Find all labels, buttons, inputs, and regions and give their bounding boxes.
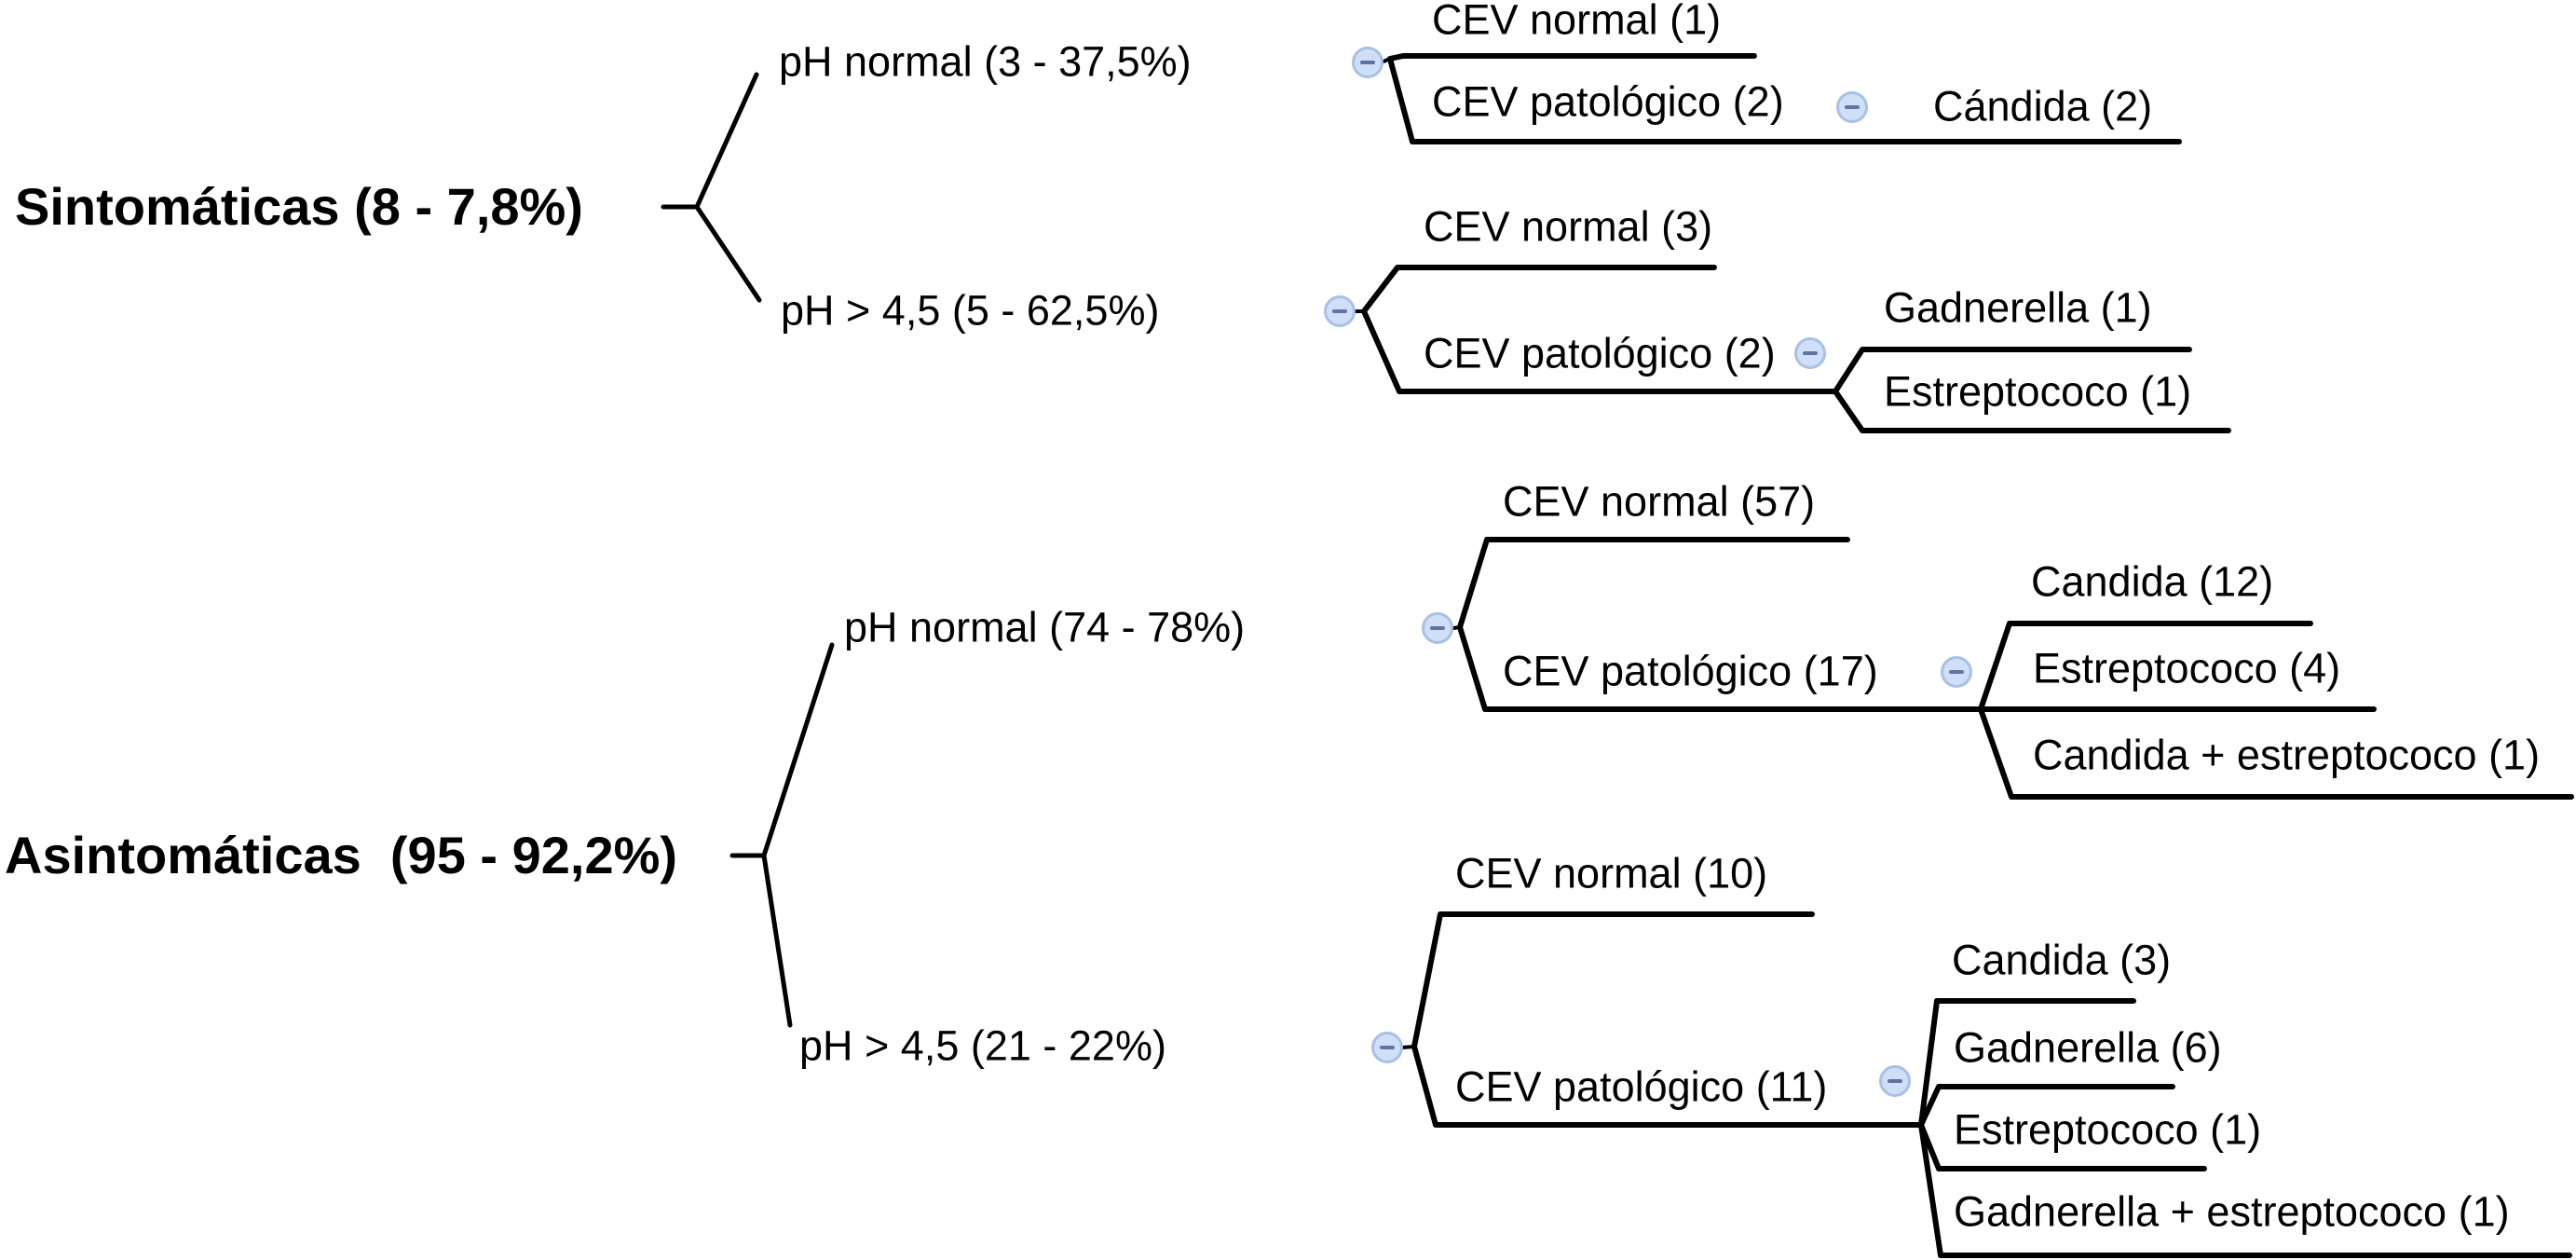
node-cev-patologico-2a: CEV patológico (2) [1432, 77, 1784, 126]
node-candida-12: Candida (12) [2031, 557, 2274, 606]
node-ph-normal-375: pH normal (3 - 37,5%) [779, 37, 1192, 86]
node-candida-2: Cándida (2) [1933, 82, 2153, 130]
node-estreptococo-1b: Estreptococo (1) [1954, 1105, 2262, 1154]
node-candida-3: Candida (3) [1952, 936, 2172, 984]
minus-collapse-icon-ph-45-22[interactable] [1371, 1032, 1403, 1063]
minus-collapse-icon-cev-patologico-2b[interactable] [1794, 337, 1826, 369]
node-cev-normal-10: CEV normal (10) [1455, 849, 1768, 897]
minus-collapse-icon-cev-patologico-17[interactable] [1941, 656, 1972, 688]
node-cev-normal-57: CEV normal (57) [1503, 477, 1816, 526]
minus-collapse-icon-ph-normal-375[interactable] [1352, 47, 1383, 78]
node-asintomaticas: Asintomáticas (95 - 92,2%) [5, 826, 678, 885]
node-estreptococo-1a: Estreptococo (1) [1884, 367, 2192, 416]
node-sintomaticas: Sintomáticas (8 - 7,8%) [15, 177, 583, 237]
node-gadnerella-6: Gadnerella (6) [1954, 1023, 2222, 1072]
node-gadnerella-1: Gadnerella (1) [1884, 283, 2152, 332]
node-cev-patologico-11: CEV patológico (11) [1455, 1062, 1828, 1111]
node-cev-normal-1: CEV normal (1) [1432, 0, 1722, 44]
node-candida-estreptococo-1: Candida + estreptococo (1) [2033, 731, 2541, 779]
minus-collapse-icon-cev-patologico-11[interactable] [1879, 1065, 1911, 1097]
node-cev-patologico-2b: CEV patológico (2) [1424, 329, 1776, 377]
minus-collapse-icon-ph-normal-78[interactable] [1422, 612, 1453, 644]
node-estreptococo-4: Estreptococo (4) [2033, 644, 2341, 692]
node-ph-45-22: pH > 4,5 (21 - 22%) [799, 1021, 1166, 1070]
minus-collapse-icon-ph-45-625[interactable] [1324, 295, 1356, 327]
node-ph-normal-78: pH normal (74 - 78%) [844, 603, 1246, 651]
node-cev-patologico-17: CEV patológico (17) [1503, 647, 1878, 695]
minus-collapse-icon-cev-patologico-2a[interactable] [1836, 91, 1868, 123]
node-ph-45-625: pH > 4,5 (5 - 62,5%) [781, 286, 1160, 335]
node-gadnerella-estreptococo-1: Gadnerella + estreptococo (1) [1954, 1187, 2510, 1236]
node-cev-normal-3: CEV normal (3) [1424, 202, 1713, 251]
